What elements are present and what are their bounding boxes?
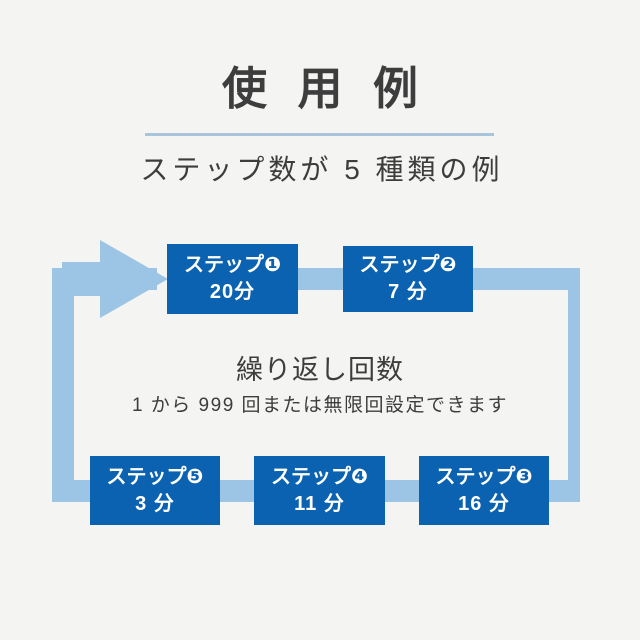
step-box-1[interactable]: ステップ❶ 20分 <box>167 244 298 314</box>
step-box-2[interactable]: ステップ❷ 7 分 <box>343 246 473 312</box>
connector-step3-to-step4 <box>378 480 426 502</box>
step-box-4[interactable]: ステップ❹ 11 分 <box>254 456 385 525</box>
connector-right-bottom-arm <box>540 480 580 502</box>
connector-step4-to-step5 <box>213 480 261 502</box>
step-label-2: ステップ❷ <box>359 254 457 276</box>
step-time-5: 3 分 <box>135 492 175 515</box>
page-subtitle: ステップ数が 5 種類の例 <box>140 154 504 185</box>
step-label-4: ステップ❹ <box>271 465 368 488</box>
loop-caption-main: 繰り返し回数 <box>236 355 404 385</box>
title-divider <box>145 133 494 136</box>
page-title: 使 用 例 <box>221 63 427 114</box>
step-label-1: ステップ❶ <box>184 254 281 276</box>
step-label-3: ステップ❸ <box>435 465 533 488</box>
step-label-5: ステップ❺ <box>106 465 204 488</box>
step-time-4: 11 分 <box>294 492 345 515</box>
step-box-5[interactable]: ステップ❺ 3 分 <box>90 456 220 525</box>
step-time-1: 20分 <box>209 281 256 303</box>
step-time-2: 7 分 <box>388 281 428 303</box>
loop-caption-sub: 1 から 999 回または無限回設定できます <box>131 395 509 417</box>
step-box-3[interactable]: ステップ❸ 16 分 <box>419 456 549 525</box>
connector-step1-to-step2 <box>290 268 350 290</box>
loop-caption: 繰り返し回数 1 から 999 回または無限回設定できます <box>0 352 640 421</box>
loop-arrowhead-icon <box>62 240 168 318</box>
connector-right-top-arm <box>466 268 580 290</box>
connector-right-vertical <box>568 268 580 502</box>
connector-left-vertical <box>52 268 74 502</box>
step-time-3: 16 分 <box>458 492 510 515</box>
